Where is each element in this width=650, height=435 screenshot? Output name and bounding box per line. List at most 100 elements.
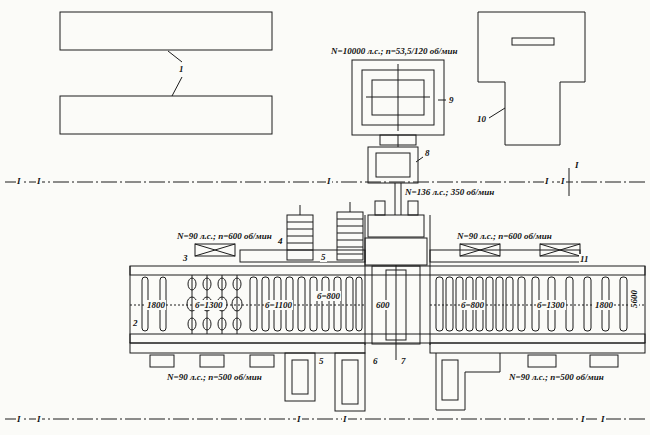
screw-down: [337, 226, 363, 227]
callout-number: 9: [448, 95, 455, 105]
screw-down: [287, 229, 313, 230]
callout-number: 3: [182, 253, 189, 263]
callout-number: 11: [579, 254, 590, 264]
upper-drive: [540, 244, 580, 256]
screw-down: [287, 236, 313, 237]
section-line: [569, 168, 570, 196]
storage-rack: [60, 96, 272, 134]
spindle-roll: [192, 275, 193, 334]
control-pulpit: [478, 12, 585, 145]
control-pulpit: [512, 38, 554, 45]
callout-number: 8: [424, 148, 431, 158]
control-pulpit: [489, 108, 505, 118]
dimension: 1800: [594, 300, 614, 310]
section-mark: I: [544, 176, 550, 186]
roll: [566, 277, 573, 331]
dimension: б=800: [460, 300, 485, 310]
center-stand: [365, 215, 366, 345]
lower-drive: [590, 355, 618, 367]
section-line: [5, 168, 645, 419]
center-stand: [365, 201, 430, 360]
spindle-roll: [218, 318, 226, 330]
section-mark: I: [342, 414, 348, 424]
dimension: 600: [375, 300, 391, 310]
lower-drive: [335, 353, 365, 411]
roll: [496, 277, 503, 331]
spindle-roll: [233, 278, 241, 290]
lower-drive: [528, 355, 556, 367]
lower-drive: [150, 355, 174, 367]
dimension: 5600: [629, 289, 639, 309]
screw-down: [287, 215, 313, 260]
reduction-gear: [395, 183, 396, 215]
roller-table: [130, 266, 645, 275]
lower-drive: [130, 343, 365, 353]
roll: [446, 277, 453, 331]
spindle-roll: [203, 318, 211, 330]
reduction-gear: [416, 157, 423, 162]
callout-number: 2: [132, 318, 139, 328]
motor-rating: N=90 л.с.; n=600 об/мин: [176, 231, 273, 241]
screw-down: [300, 205, 301, 215]
spindle-roll: [188, 278, 196, 290]
lower-drive: [130, 343, 645, 411]
callout-number: 5: [318, 356, 325, 366]
roller-table: [130, 334, 645, 343]
callout-number: 4: [277, 236, 284, 246]
lower-drive: [342, 360, 358, 404]
upper-drive: [195, 244, 235, 256]
dimension: б=1100: [264, 300, 293, 310]
spindle-roll: [203, 278, 211, 290]
roll: [334, 277, 341, 331]
lower-drive: [292, 360, 308, 394]
lower-drive: [430, 343, 645, 353]
motor-rating: N=90 л.с.; n=600 об/мин: [456, 231, 553, 241]
roll: [620, 277, 627, 331]
roll: [250, 277, 257, 331]
roll: [436, 277, 443, 331]
upper-drive: [195, 244, 235, 256]
section-mark: I: [16, 414, 22, 424]
screw-down: [337, 247, 363, 248]
roll: [506, 277, 513, 331]
upper-drive: [460, 244, 500, 256]
motor-rating: N=90 л.с.; n=500 об/мин: [166, 372, 263, 382]
dimension: б=800: [316, 291, 341, 301]
main-motor: [352, 60, 444, 135]
screw-down: [287, 243, 313, 244]
upper-drive: [540, 244, 580, 256]
roll: [298, 277, 305, 331]
lower-drive: [436, 353, 500, 410]
roll: [322, 277, 329, 331]
storage-rack: [168, 51, 182, 62]
screw-down: [337, 219, 363, 220]
upper-drive: [195, 244, 235, 256]
roll: [142, 277, 627, 331]
section-mark: I: [580, 414, 586, 424]
roller-table: [130, 266, 645, 343]
upper-drive: [240, 250, 365, 262]
center-stand: [396, 265, 397, 360]
callout-number: 10: [476, 114, 487, 124]
section-mark: I: [16, 176, 22, 186]
callout-number: 6: [372, 356, 379, 366]
lower-drive: [285, 353, 315, 401]
section-mark: I: [560, 176, 566, 186]
roll: [486, 277, 493, 331]
lower-drive: [250, 355, 274, 367]
center-stand: [375, 201, 385, 215]
reduction-gear: [368, 147, 423, 215]
center-stand: [430, 215, 431, 345]
lower-drive: [442, 360, 458, 400]
reduction-gear: [376, 153, 410, 177]
screw-down: [337, 254, 363, 255]
screw-down: [337, 212, 363, 260]
section-line: [5, 419, 645, 420]
roll: [518, 277, 525, 331]
dimension: 1800: [146, 300, 166, 310]
main-motor: [366, 97, 430, 98]
upper-drive: [460, 244, 500, 256]
roll: [346, 277, 353, 331]
